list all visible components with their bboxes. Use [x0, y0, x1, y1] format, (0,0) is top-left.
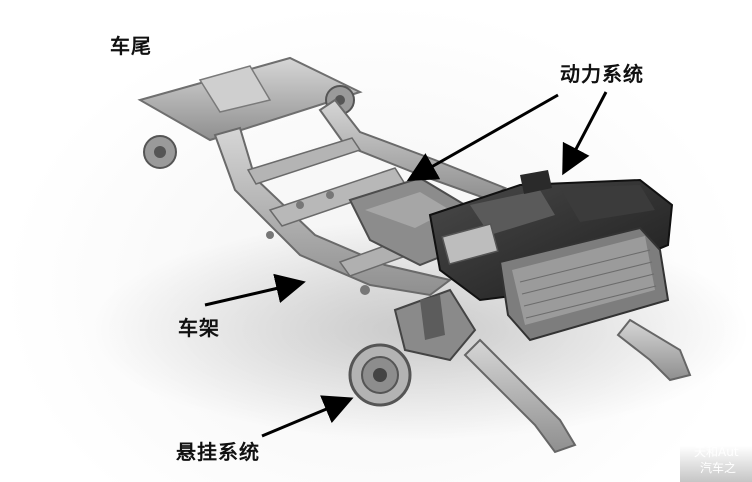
label-suspension: 悬挂系统 — [176, 440, 260, 464]
arrow-suspension — [261, 395, 354, 438]
rear-left-hub — [143, 135, 177, 169]
annotation-arrows — [204, 91, 608, 438]
radiator — [498, 226, 670, 342]
arrow-frame — [204, 273, 306, 307]
arrow-powertrain-right — [562, 91, 608, 176]
front-left-wheel-hub — [348, 343, 412, 407]
engine-block — [428, 170, 674, 302]
front-frame-extensions — [463, 318, 692, 454]
front-suspension — [393, 288, 477, 362]
rear-crossmember — [137, 56, 363, 142]
watermark-line2: 汽车之 — [700, 461, 737, 475]
arrow-powertrain-left — [406, 93, 559, 181]
label-powertrain: 动力系统 — [560, 62, 644, 86]
label-frame: 车架 — [178, 316, 220, 340]
watermark-line1: 天和Aut — [694, 445, 739, 459]
watermark-backdrop — [680, 446, 752, 482]
label-rear: 车尾 — [110, 34, 152, 58]
